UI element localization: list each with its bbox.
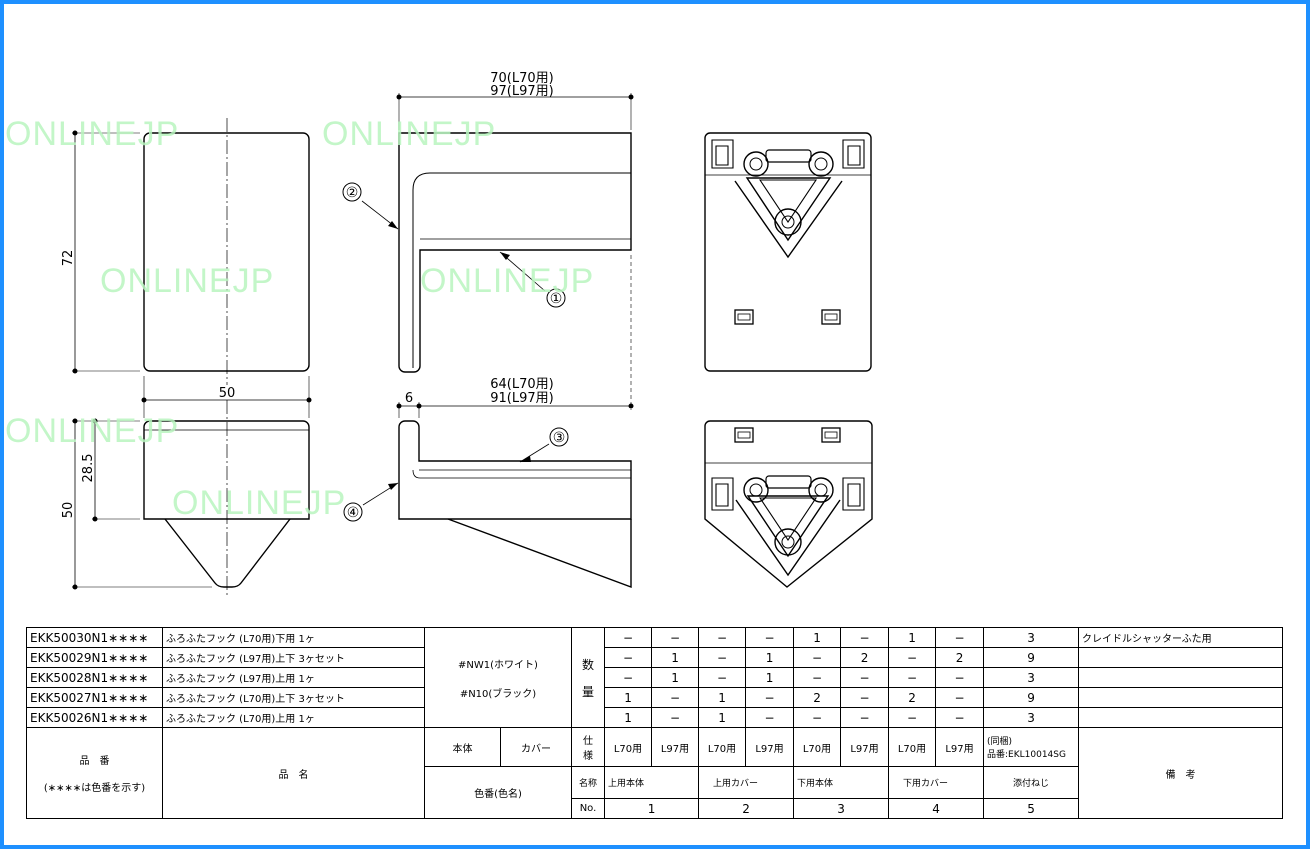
- part-code: EKK50028N1∗∗∗∗: [26, 667, 163, 688]
- part-code: EKK50027N1∗∗∗∗: [26, 687, 163, 708]
- back-view-lower: [704, 420, 873, 588]
- front-view-upper: [143, 132, 310, 372]
- header-body: 本体: [424, 727, 501, 767]
- callout-1: ①: [550, 291, 563, 307]
- side-view-lower: [398, 420, 632, 520]
- number-row: No. 1 2 3 4 5: [27, 798, 1283, 819]
- part-code: EKK50030N1∗∗∗∗: [26, 627, 163, 648]
- watermark: ONLINEJP: [5, 412, 180, 450]
- part-name: ふろふたフック (L70用)上用 1ヶ: [162, 707, 425, 728]
- color-white: #NW1(ホワイト): [458, 659, 538, 671]
- remarks: [1078, 667, 1284, 688]
- remarks: [1078, 707, 1284, 728]
- part-code: EKK50026N1∗∗∗∗: [26, 707, 163, 728]
- header-color: 色番(色名): [423, 766, 573, 819]
- remarks: [1078, 687, 1284, 708]
- side-view-upper: [398, 132, 632, 373]
- table-row: EKK50026N1∗∗∗∗ ふろふたフック (L70用)上用 1ヶ 1− 1−…: [26, 707, 1284, 728]
- header-remarks: 備 考: [1078, 727, 1284, 819]
- callout-4: ④: [347, 505, 360, 521]
- color-cell: #NW1(ホワイト) #N10(ブラック): [423, 627, 573, 728]
- table-row: EKK50030N1∗∗∗∗ ふろふたフック (L70用)下用 1ヶ #NW1(…: [26, 627, 1284, 728]
- dim-width-top-1: 70(L70用): [490, 71, 553, 86]
- header-cover: カバー: [499, 727, 573, 767]
- dim-height-lower: 28.5: [81, 454, 96, 483]
- part-name: ふろふたフック (L70用)下用 1ヶ: [162, 627, 425, 648]
- watermark: ONLINEJP: [100, 262, 275, 300]
- table-row: EKK50028N1∗∗∗∗ ふろふたフック (L97用)上用 1ヶ −1 −1…: [26, 667, 1284, 688]
- part-name: ふろふたフック (L97用)上用 1ヶ: [162, 667, 425, 688]
- watermark: ONLINEJP: [322, 115, 497, 153]
- back-view-upper: [704, 132, 872, 372]
- part-name: ふろふたフック (L97用)上下 3ヶセット: [162, 647, 425, 668]
- watermark: ONLINEJP: [5, 115, 180, 153]
- remarks: クレイドルシャッターふた用: [1078, 627, 1284, 648]
- no-label: No.: [571, 798, 606, 819]
- part-name: ふろふたフック (L70用)上下 3ヶセット: [162, 687, 425, 708]
- name-label: 名称: [571, 766, 606, 799]
- table-row: EKK50027N1∗∗∗∗ ふろふたフック (L70用)上下 3ヶセット 1−…: [26, 687, 1284, 708]
- watermark: ONLINEJP: [420, 262, 595, 300]
- spec-extra: (同梱)品番:EKL10014SG: [983, 727, 1080, 767]
- qty-label: 数 量: [571, 627, 606, 728]
- technical-drawing: 70(L70用) 97(L97用) 64(L70用) 91(L97用) 6 50…: [61, 71, 873, 598]
- header-name: 品 名: [162, 727, 425, 819]
- watermark: ONLINEJP: [172, 484, 347, 522]
- front-view-lower: [143, 420, 310, 520]
- dim-height-front: 72: [61, 250, 76, 267]
- dim-width-mid-1: 64(L70用): [490, 377, 553, 392]
- dim-offset: 6: [405, 391, 413, 406]
- dim-width-mid-2: 91(L97用): [490, 391, 553, 406]
- callout-2: ②: [346, 185, 359, 201]
- table-row: EKK50029N1∗∗∗∗ ふろふたフック (L97用)上下 3ヶセット −1…: [26, 647, 1284, 668]
- remarks: [1078, 647, 1284, 668]
- header-code: 品 番 (∗∗∗∗は色番を示す): [26, 727, 163, 819]
- color-black: #N10(ブラック): [459, 688, 537, 700]
- dim-width-top-2: 97(L97用): [490, 84, 553, 99]
- part-code: EKK50029N1∗∗∗∗: [26, 647, 163, 668]
- callout-3: ③: [553, 430, 566, 446]
- parts-table: EKK50030N1∗∗∗∗ ふろふたフック (L70用)下用 1ヶ #NW1(…: [26, 627, 1284, 819]
- dim-height-lower-total: 50: [61, 502, 76, 519]
- spec-label: 仕様: [571, 727, 606, 767]
- dim-width-front: 50: [219, 386, 236, 401]
